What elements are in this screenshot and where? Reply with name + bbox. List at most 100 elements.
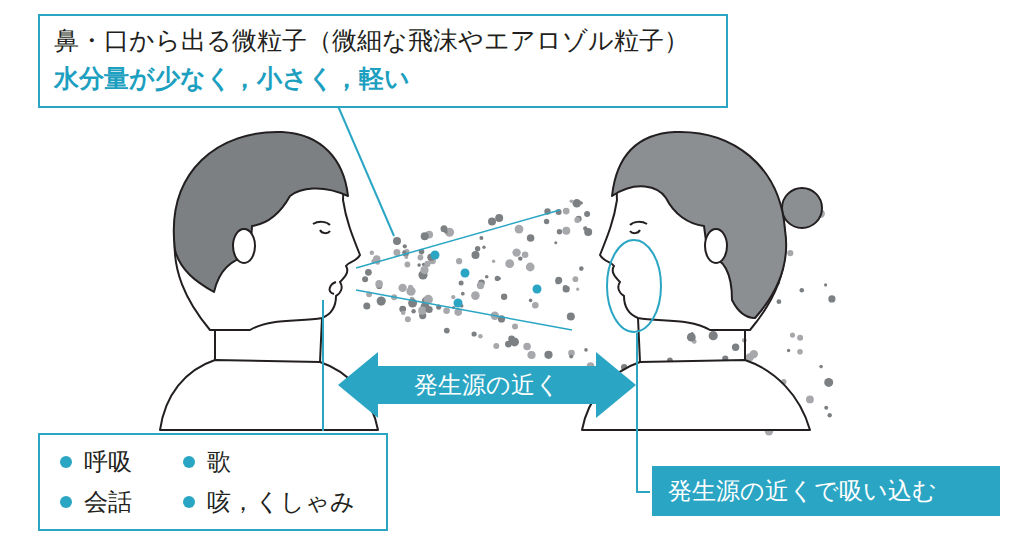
- source-list-box: 呼吸 歌会話 咳，くしゃみ: [38, 433, 388, 531]
- particle: [482, 246, 485, 249]
- particle: [532, 302, 539, 309]
- particle: [579, 266, 584, 271]
- particle: [787, 349, 790, 352]
- emission-cone: [356, 210, 572, 330]
- particle: [533, 285, 542, 294]
- particle: [370, 251, 374, 255]
- distance-arrow: 発生源の近く: [338, 352, 636, 418]
- particle: [406, 287, 415, 296]
- particle: [418, 307, 426, 315]
- particle: [563, 285, 568, 290]
- particle: [562, 227, 570, 235]
- bullet-item: 呼吸: [58, 445, 145, 479]
- callout-box: 鼻・口から出る微粒子（微細な飛沫やエアロゾル粒子）水分量が少なく，小さく，軽い: [38, 14, 728, 108]
- particle: [472, 331, 477, 336]
- particle: [492, 260, 495, 263]
- particle: [420, 266, 428, 274]
- particle: [493, 343, 499, 349]
- particle: [398, 284, 406, 292]
- label-text: 鼻・口から出る微粒子（微細な飛沫やエアロゾル粒子）: [54, 22, 712, 60]
- particle: [523, 343, 531, 351]
- particle: [363, 303, 370, 310]
- particle: [404, 255, 408, 259]
- particle: [709, 331, 718, 340]
- particle: [800, 288, 805, 293]
- particle: [824, 283, 827, 286]
- leader-line: [338, 106, 394, 236]
- particle: [522, 252, 529, 259]
- label-text: 発生源の近く: [414, 369, 560, 401]
- particle: [563, 208, 570, 215]
- particle: [477, 282, 484, 289]
- particle: [515, 225, 524, 234]
- particle: [584, 211, 590, 217]
- particle: [576, 288, 579, 291]
- particle: [485, 275, 489, 279]
- particle: [495, 276, 500, 281]
- particle: [444, 328, 450, 334]
- particle: [790, 333, 795, 338]
- particle: [495, 214, 503, 222]
- particle: [501, 294, 507, 300]
- particle: [583, 226, 587, 230]
- bullet-item: 会話: [58, 485, 145, 519]
- particle: [787, 250, 793, 256]
- bullet-item: 歌: [181, 445, 368, 479]
- particle: [806, 396, 814, 404]
- particle: [365, 269, 372, 276]
- particle: [421, 232, 429, 240]
- particle: [431, 251, 440, 260]
- particle: [512, 324, 518, 330]
- particle: [459, 281, 464, 286]
- particle: [544, 219, 549, 224]
- particle: [567, 313, 575, 321]
- particle: [405, 262, 411, 268]
- particle: [451, 295, 455, 299]
- particle: [573, 199, 582, 208]
- particle: [510, 337, 519, 346]
- particle: [441, 225, 448, 232]
- particle: [418, 255, 424, 261]
- particle: [443, 308, 450, 315]
- particle: [377, 297, 386, 306]
- particle: [797, 335, 803, 341]
- particle: [375, 280, 383, 288]
- particle: [584, 348, 588, 352]
- particle: [544, 351, 552, 359]
- particle: [819, 365, 823, 369]
- mouth-circle: [607, 240, 661, 332]
- leader-line: [322, 300, 324, 431]
- particle: [411, 309, 415, 313]
- particle: [529, 299, 533, 303]
- label-text: 発生源の近くで吸い込む: [668, 474, 984, 508]
- particle: [828, 413, 832, 417]
- particle: [478, 334, 483, 339]
- label-text: 水分量が少なく，小さく，軽い: [54, 60, 712, 98]
- particle: [505, 259, 514, 268]
- particle: [472, 251, 480, 259]
- particle: [405, 316, 411, 322]
- particle: [569, 355, 573, 359]
- particle: [574, 217, 580, 223]
- bullet-item: 咳，くしゃみ: [181, 485, 368, 519]
- particle: [454, 299, 463, 308]
- particle: [475, 246, 480, 251]
- particle: [824, 406, 828, 410]
- particle: [362, 276, 368, 282]
- particle: [461, 292, 465, 296]
- particle: [479, 236, 483, 240]
- particle: [554, 241, 557, 244]
- particle: [488, 217, 496, 225]
- particle: [732, 344, 739, 351]
- particle: [573, 276, 579, 282]
- particle: [518, 256, 522, 260]
- particle: [828, 295, 835, 302]
- particle: [393, 237, 401, 245]
- leader-line: [637, 333, 650, 492]
- label-box: 発生源の近くで吸い込む: [652, 466, 1000, 516]
- particle: [777, 299, 782, 304]
- particle: [555, 277, 562, 284]
- particle: [557, 229, 562, 234]
- particle: [403, 244, 407, 248]
- particle: [426, 306, 433, 313]
